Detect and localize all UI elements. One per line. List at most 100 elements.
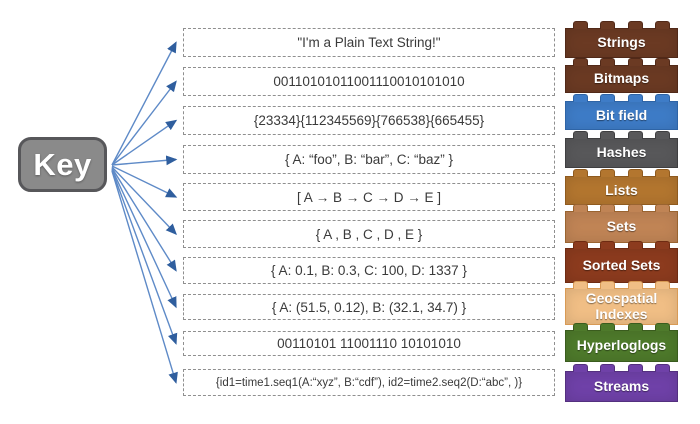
arrow-to-sorted-sets (111, 167, 177, 272)
brick-stud (600, 241, 616, 249)
brick-studs (573, 204, 670, 212)
type-brick-lists: Lists (565, 169, 678, 205)
brick-stud (654, 131, 670, 139)
brick-stud (654, 169, 670, 177)
value-box-bit-field: {23334}{112345569}{766538}{665455} (183, 106, 555, 135)
value-text: { A: “foo”, B: “bar”, C: “baz” } (284, 152, 454, 167)
brick-stud (573, 169, 588, 177)
brick-stud (627, 281, 643, 289)
brick-stud (573, 323, 588, 331)
type-brick-geospatial: Geospatial Indexes (565, 281, 678, 325)
arrow-to-streams (111, 170, 178, 384)
value-box-lists: [ A → B → C → D → E ] (183, 183, 555, 211)
value-text: 00110101 11001110 10101010 (277, 336, 461, 351)
brick-stud (600, 169, 616, 177)
type-brick-hyperloglogs: Hyperloglogs (565, 323, 678, 362)
brick-studs (573, 241, 670, 249)
brick-stud (600, 94, 616, 102)
arrow-to-hashes (111, 155, 178, 166)
brick-stud (573, 241, 588, 249)
type-brick-bitmaps: Bitmaps (565, 58, 678, 93)
brick-stud (654, 281, 670, 289)
type-label: Sorted Sets (582, 256, 661, 273)
brick-stud (627, 131, 643, 139)
brick-stud (600, 204, 616, 212)
value-box-streams: {id1=time1.seq1(A:“xyz”, B:“cdf”), id2=t… (183, 369, 555, 396)
brick-stud (627, 94, 643, 102)
brick-stud (654, 58, 670, 66)
arrow-to-hyperloglogs (111, 169, 178, 345)
brick-stud (654, 94, 670, 102)
brick-stud (654, 323, 670, 331)
type-brick-hashes: Hashes (565, 131, 678, 168)
value-box-strings: "I'm a Plain Text String!" (183, 28, 555, 57)
arrow-to-lists (111, 165, 178, 198)
type-label: Lists (605, 181, 638, 198)
brick-stud (600, 21, 616, 29)
value-text: [ A → B → C → D → E ] (296, 189, 442, 205)
brick-stud (654, 241, 670, 249)
value-box-geospatial: { A: (51.5, 0.12), B: (32.1, 34.7) } (183, 294, 555, 320)
brick-stud (573, 58, 588, 66)
brick-stud (573, 364, 588, 372)
type-brick-bit-field: Bit field (565, 94, 678, 130)
type-label: Bit field (595, 106, 648, 123)
brick-stud (600, 323, 616, 331)
brick-studs (573, 281, 670, 289)
brick-studs (573, 323, 670, 331)
brick-studs (573, 364, 670, 372)
type-brick-streams: Streams (565, 364, 678, 402)
brick-stud (627, 323, 643, 331)
type-label: Hyperloglogs (576, 337, 667, 354)
brick-stud (654, 364, 670, 372)
value-text: 00110101011001110010101010 (273, 74, 465, 89)
value-text: "I'm a Plain Text String!" (297, 35, 441, 50)
type-label: Bitmaps (593, 70, 650, 87)
arrow-to-sets (111, 166, 177, 236)
value-box-sets: { A , B , C , D , E } (183, 220, 555, 248)
type-brick-sets: Sets (565, 204, 678, 243)
value-text: {23334}{112345569}{766538}{665455} (253, 113, 485, 128)
value-text: {id1=time1.seq1(A:“xyz”, B:“cdf”), id2=t… (215, 376, 523, 389)
brick-stud (600, 281, 616, 289)
type-label: Strings (597, 34, 646, 51)
value-box-bitmaps: 00110101011001110010101010 (183, 67, 555, 96)
brick-stud (573, 94, 588, 102)
value-box-sorted-sets: { A: 0.1, B: 0.3, C: 100, D: 1337 } (183, 257, 555, 284)
type-label: Streams (593, 377, 650, 394)
arrow-to-geospatial (111, 168, 177, 309)
brick-stud (600, 58, 616, 66)
brick-studs (573, 94, 670, 102)
brick-studs (573, 169, 670, 177)
brick-stud (627, 364, 643, 372)
value-box-hyperloglogs: 00110101 11001110 10101010 (183, 331, 555, 356)
brick-stud (627, 241, 643, 249)
key-node: Key (18, 137, 107, 192)
brick-stud (573, 281, 588, 289)
arrow-to-strings (111, 41, 177, 166)
brick-stud (573, 21, 588, 29)
value-box-hashes: { A: “foo”, B: “bar”, C: “baz” } (183, 145, 555, 174)
value-text: { A: (51.5, 0.12), B: (32.1, 34.7) } (271, 299, 467, 315)
value-text: { A , B , C , D , E } (315, 226, 423, 242)
type-brick-strings: Strings (565, 21, 678, 58)
brick-stud (600, 364, 616, 372)
brick-studs (573, 21, 670, 29)
brick-stud (654, 204, 670, 212)
arrow-to-bit-field (111, 119, 178, 166)
brick-stud (600, 131, 616, 139)
arrow-to-bitmaps (111, 80, 177, 166)
type-brick-sorted-sets: Sorted Sets (565, 241, 678, 283)
brick-stud (654, 21, 670, 29)
type-label: Sets (606, 218, 637, 235)
key-node-label: Key (33, 146, 92, 182)
brick-stud (573, 204, 588, 212)
brick-stud (573, 131, 588, 139)
value-text: { A: 0.1, B: 0.3, C: 100, D: 1337 } (271, 263, 467, 278)
type-label: Geospatial Indexes (585, 289, 658, 322)
brick-stud (627, 58, 643, 66)
type-label: Hashes (596, 144, 647, 161)
brick-studs (573, 58, 670, 66)
